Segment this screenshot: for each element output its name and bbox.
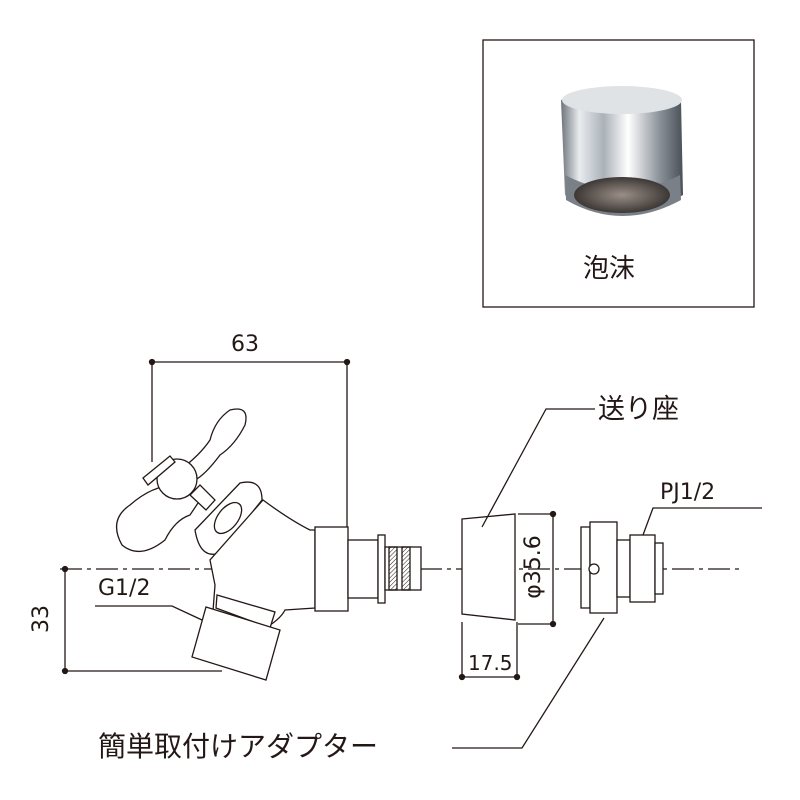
adapter: [580, 521, 664, 614]
seat-cone: [461, 513, 516, 621]
dimension-63: [148, 358, 351, 527]
adapter-leader: [452, 617, 605, 749]
seat-leader: [481, 408, 595, 528]
inset-frame: [482, 39, 755, 308]
seat-label: 送り座: [598, 394, 679, 425]
dimension-diameter: [518, 510, 557, 628]
dimension-33-label: 33: [29, 605, 54, 633]
inset-caption: 泡沫: [583, 254, 636, 284]
dimension-17-5-label: 17.5: [468, 651, 513, 675]
faucet: [115, 408, 422, 681]
g12-leader: [95, 605, 203, 621]
aerator-photo: [561, 86, 683, 216]
dimension-63-label: 63: [231, 332, 259, 357]
adapter-label: 簡単取付けアダプター: [98, 730, 379, 763]
pj12-leader: [642, 507, 762, 536]
diameter-label: φ35.6: [520, 535, 546, 599]
pj12-label: PJ1/2: [660, 480, 716, 505]
g12-label: G1/2: [98, 576, 151, 601]
dimension-17-5: [458, 622, 521, 681]
dimension-33: [61, 565, 222, 675]
